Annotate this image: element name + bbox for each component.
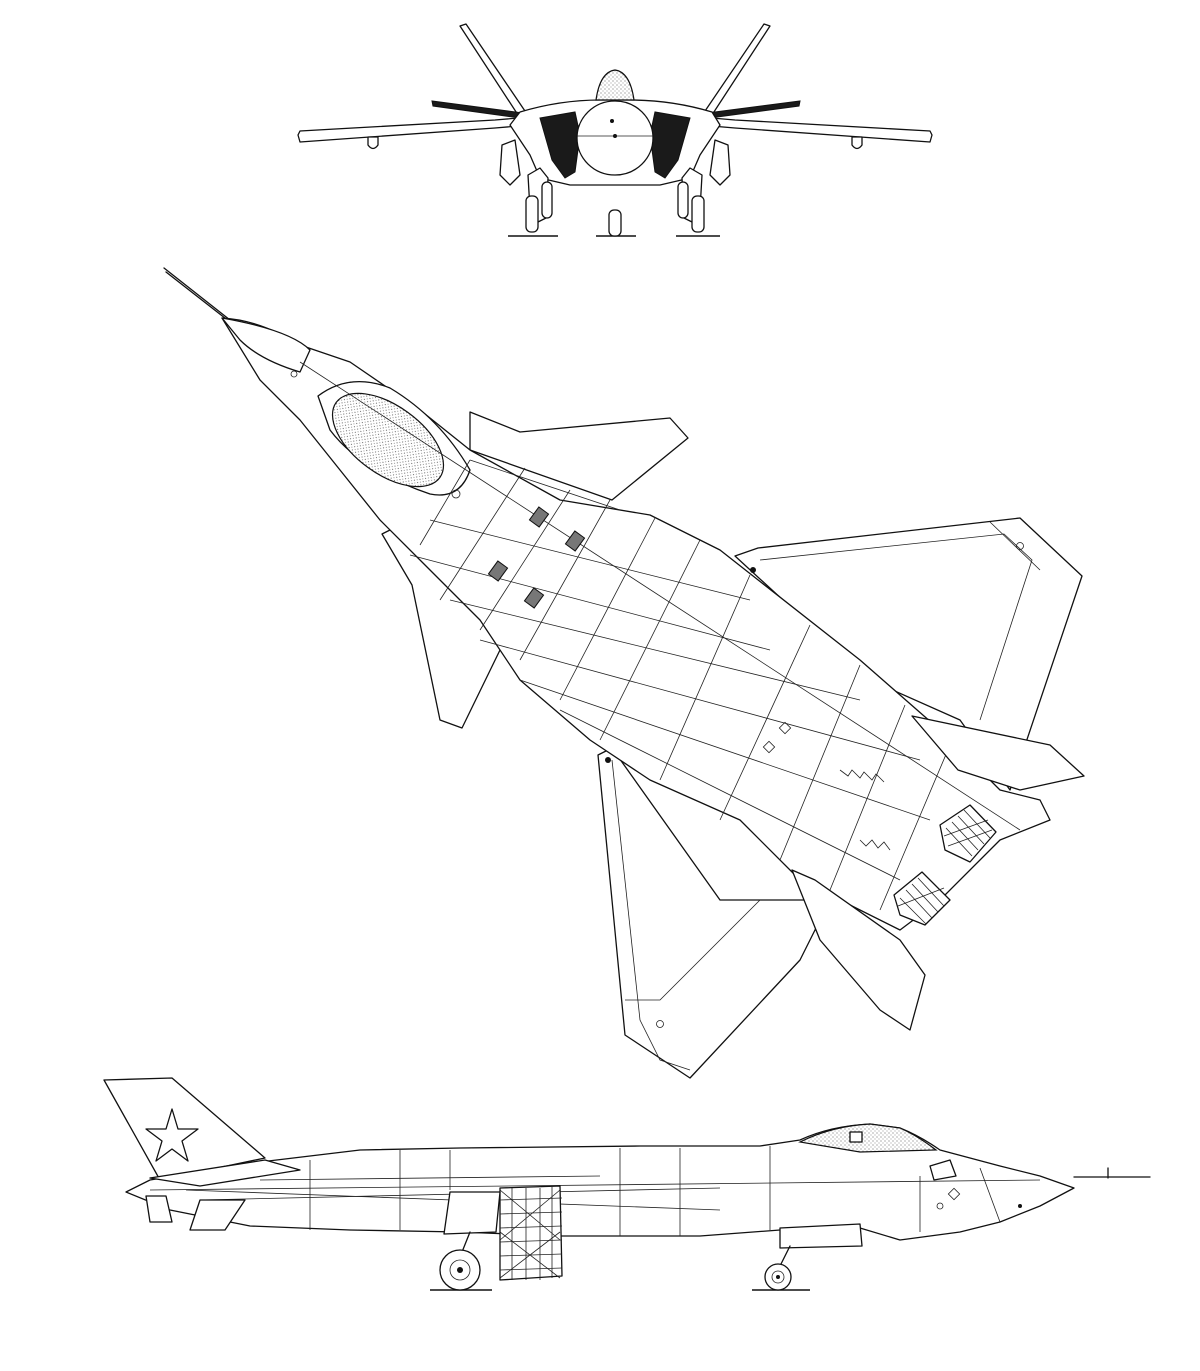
front-left-main-gear [525, 167, 553, 233]
front-right-vertical-tail [702, 23, 771, 119]
front-left-pylon [367, 136, 379, 150]
front-right-pylon [851, 136, 863, 150]
side-exhaust [145, 1195, 173, 1223]
front-right-intake [649, 111, 691, 179]
top-vent-4 [523, 587, 545, 609]
front-right-wing [699, 116, 933, 143]
top-vent-2 [564, 530, 586, 552]
side-nose-gear [764, 1245, 792, 1291]
front-view [297, 23, 933, 237]
top-upper-stabilizer [911, 715, 1085, 791]
top-panel-lines [299, 361, 1021, 911]
top-lower-nozzle [893, 871, 951, 926]
side-view [103, 1077, 1151, 1291]
front-nose-gear [608, 209, 622, 237]
top-lower-stabilizer [791, 869, 926, 1031]
front-right-main-gear [677, 167, 705, 233]
front-left-vertical-tail [459, 23, 528, 119]
star-icon [145, 1108, 199, 1162]
side-main-gear [439, 1231, 481, 1291]
top-left-wing [597, 747, 831, 1079]
top-canopy [331, 392, 445, 488]
side-weapon-cage [499, 1185, 563, 1281]
top-vent-1 [528, 506, 550, 528]
side-canopy [798, 1123, 938, 1153]
side-fuselage [125, 1123, 1075, 1241]
top-upper-nozzle [939, 804, 997, 863]
front-right-stabilizer [706, 100, 801, 119]
front-pitot [613, 134, 617, 138]
front-left-intake [539, 111, 581, 179]
front-canopy [595, 69, 635, 101]
top-view [163, 267, 1085, 1079]
front-left-stabilizer [431, 100, 524, 119]
front-left-wing [297, 116, 531, 143]
top-pitot-boom [163, 267, 231, 321]
side-stabilizer [149, 1159, 301, 1187]
top-vent-3 [487, 560, 509, 582]
top-nose [221, 317, 311, 373]
side-ventral-fin [189, 1199, 246, 1231]
